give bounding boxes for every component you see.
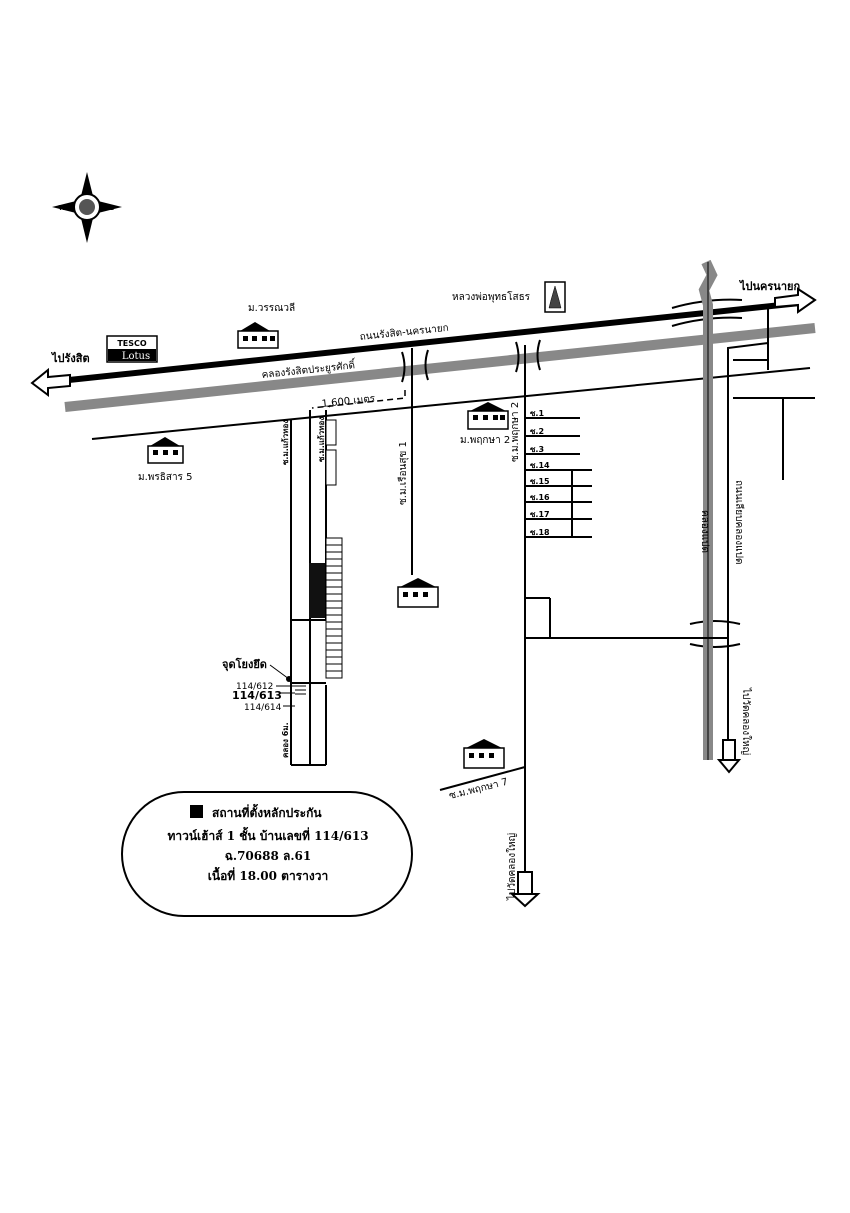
main-road: [49, 300, 801, 385]
label-distance: 1,600 เมตร: [321, 393, 376, 410]
label-house-612: 114/612: [236, 682, 273, 692]
label-landmark: จุดโยงยึด: [222, 657, 267, 672]
soi-label-1: ซ.1: [530, 409, 544, 418]
label-soi-left-b: ซ.ม.แก้วทอง: [316, 417, 326, 462]
soi-label-17: ซ.17: [530, 510, 550, 519]
compass-e: E: [110, 204, 114, 212]
label-village-phonsiri: ม.พรธิสาร 5: [138, 472, 192, 483]
legend-line1: สถานที่ตั้งหลักประกัน: [212, 803, 322, 820]
label-to-khlong-yai-right: ไปวัดคลองใหญ่: [740, 687, 752, 755]
legend-line2: ทาวน์เฮ้าส์ 1 ชั้น บ้านเลขที่ 114/613: [167, 826, 368, 843]
house-icon-ruean-suk: [397, 578, 439, 608]
arrow-to-khlong-yai-right-icon: [716, 739, 742, 774]
legend-box: สถานที่ตั้งหลักประกัน ทาวน์เฮ้าส์ 1 ชั้น…: [121, 791, 413, 917]
soi-phruksa7-road: [439, 766, 526, 791]
soi-label-3: ซ.3: [530, 445, 544, 454]
label-soi-ruean-suk1: ซ.ม.เรือนสุข 1: [397, 441, 409, 505]
house-icon-phruksa7: [463, 739, 505, 769]
label-canal-6: คลอง 6ม.: [281, 722, 290, 758]
tesco-lotus-logo: TESCO Lotus: [106, 335, 158, 363]
temple-icon: [544, 281, 566, 313]
label-soi-phruksa2: ซ.ม.พฤกษา 2: [510, 402, 521, 462]
soi-label-18: ซ.18: [530, 528, 550, 537]
label-to-khlong-yai-center: ไปวัดคลองใหญ่: [506, 833, 518, 901]
collateral-property: [309, 563, 325, 618]
soi-label-2: ซ.2: [530, 427, 544, 436]
label-soi-left-a: ซ.ม.แก้วทอง: [280, 420, 290, 465]
road-canal-paet: [727, 341, 769, 765]
legend-line3: ฉ.70688 ล.61: [225, 849, 312, 863]
svg-text:Lotus: Lotus: [122, 351, 150, 362]
label-village-phruksa2: ม.พฤกษา 2: [460, 435, 510, 446]
arrow-to-nakhon-nayok-icon: [774, 287, 817, 314]
label-road-canal-paet: ถนนเลียบคลองแปด: [733, 480, 745, 564]
house-icon-phruksa2: [467, 402, 509, 430]
house-icon-phonsiri: [147, 437, 184, 464]
legend-line4: เนื้อที่ 18.00 ตารางวา: [208, 866, 328, 883]
label-house-614: 114/614: [244, 703, 282, 713]
compass-n: N: [84, 180, 89, 188]
arrow-to-rangsit-icon: [30, 367, 71, 397]
label-temple: หลวงพ่อพุทธโสธร: [452, 290, 531, 303]
label-house-613: 114/613: [232, 689, 282, 702]
label-to-rangsit: ไปรังสิต: [50, 351, 90, 365]
soi-branches: [525, 417, 728, 639]
rangsit-canal: [64, 323, 816, 412]
distance-line: [311, 390, 406, 409]
house-icon-wannawalee: [237, 322, 279, 349]
label-to-nakhon-nayok: ไปนครนายก: [738, 279, 800, 293]
compass-s: S: [85, 229, 90, 237]
compass-rose-icon: N S W E: [52, 172, 122, 243]
svg-text:TESCO: TESCO: [117, 339, 147, 348]
frontage-road: [91, 367, 811, 440]
soi-label-16: ซ.16: [530, 493, 550, 502]
compass-w: W: [59, 204, 66, 212]
soi-label-14: ซ.14: [530, 461, 550, 470]
arrow-to-khlong-yai-center-icon: [509, 871, 541, 908]
soi-label-15: ซ.15: [530, 477, 550, 486]
legend-marker-icon: [190, 805, 203, 818]
label-canal-paet: คลองแปด: [699, 510, 710, 553]
label-village-wannawalee: ม.วรรณวลี: [248, 302, 295, 314]
